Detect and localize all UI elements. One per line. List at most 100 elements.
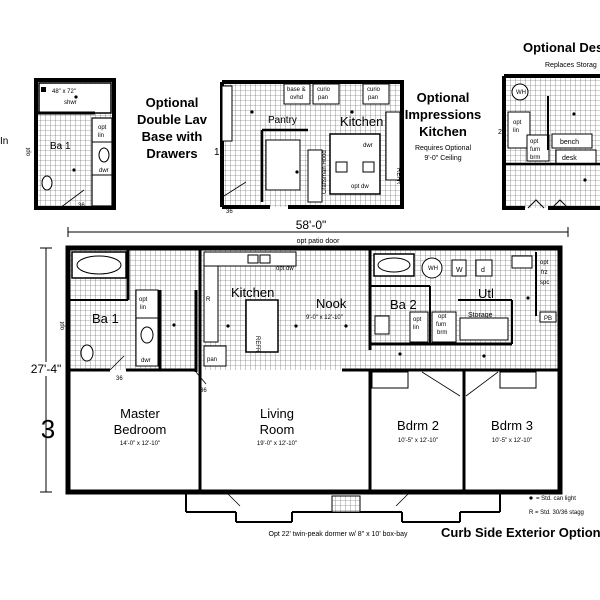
svg-text:brm: brm <box>530 155 540 161</box>
room-master-size: 14'-0" x 12'-10" <box>120 441 160 447</box>
svg-text:opt: opt <box>540 260 549 266</box>
svg-text:opt dw: opt dw <box>351 184 369 190</box>
door-swing-icon <box>223 181 247 197</box>
inset-bath-walls <box>34 78 116 210</box>
water-heater-icon <box>511 83 529 101</box>
can-light-icon <box>74 95 78 99</box>
inset-tub-size: 48" x 72" <box>52 89 76 95</box>
room-utl: Utl <box>478 286 494 301</box>
svg-text:lin: lin <box>140 305 146 311</box>
svg-text:Requires Optional: Requires Optional <box>415 145 471 152</box>
room-nook: Nook <box>316 296 347 311</box>
svg-text:bench: bench <box>560 139 579 146</box>
inset-bath: 48" x 72" shwr Ba 1 opt lin dwr 36 opt I… <box>0 78 116 210</box>
svg-text:W: W <box>456 267 463 274</box>
svg-text:desk: desk <box>562 155 577 162</box>
svg-text:Base with: Base with <box>142 129 203 144</box>
svg-text:d: d <box>481 267 485 274</box>
can-light-icon <box>294 324 298 328</box>
room-bdrm3: Bdrm 3 <box>491 418 533 433</box>
overall-depth: 27'-4" <box>31 362 62 376</box>
door-swing-icon <box>465 371 499 397</box>
curb-side-title: Curb Side Exterior Options <box>441 525 600 540</box>
door-swing-icon <box>59 189 85 209</box>
toilet-icon <box>80 344 94 362</box>
left-dimension: 27'-4" 3 opt <box>30 247 66 493</box>
svg-text:1: 1 <box>214 147 220 158</box>
svg-text:opt: opt <box>60 321 66 330</box>
door-swing-icon <box>421 371 461 397</box>
svg-text:dwr: dwr <box>141 358 151 364</box>
can-light-icon <box>226 324 230 328</box>
pantry-box <box>203 345 227 367</box>
impressions-caption: Optional Impressions Kitchen Requires Op… <box>405 90 482 162</box>
inset-desk: Optional Desk Replaces Storag WH opt lin… <box>498 40 600 210</box>
inset-kitchen-label: Kitchen <box>340 114 383 129</box>
inset-edge-text: In <box>0 136 8 147</box>
svg-text:WH: WH <box>516 90 526 96</box>
curb-side-options: Opt 22' twin-peak dormer w/ 8" x 10' box… <box>185 491 600 540</box>
dryer-icon <box>475 259 493 277</box>
room-bdrm2: Bdrm 2 <box>397 418 439 433</box>
can-light-icon <box>526 296 530 300</box>
model-number: 3 <box>41 414 55 444</box>
svg-text:Impressions: Impressions <box>405 107 482 122</box>
room-ba2: Ba 2 <box>390 297 417 312</box>
svg-text:36: 36 <box>200 388 207 394</box>
svg-text:spc: spc <box>540 280 549 286</box>
can-light-icon <box>398 352 402 356</box>
inset-lin: lin <box>98 133 104 139</box>
sink-icon <box>247 254 259 264</box>
legend-can-light: = Std. can light <box>536 496 576 502</box>
svg-text:36: 36 <box>116 376 123 382</box>
room-bdrm2-size: 10'-5" x 12'-10" <box>398 438 438 444</box>
dormer-note: Opt 22' twin-peak dormer w/ 8" x 10' box… <box>269 531 408 538</box>
inset-opt-left: opt <box>26 147 32 156</box>
room-ba1: Ba 1 <box>92 311 119 326</box>
sink-icon <box>362 161 375 173</box>
desk-title: Optional Desk <box>523 40 600 55</box>
svg-text:pan: pan <box>318 95 328 101</box>
legend-stagger: R = Std. 30/36 stagg <box>529 510 584 516</box>
svg-text:opt: opt <box>438 314 447 320</box>
inset-door-dim: 36 <box>78 203 85 209</box>
svg-text:opt: opt <box>513 120 522 126</box>
svg-text:brm: brm <box>437 330 447 336</box>
can-light-icon <box>344 324 348 328</box>
door-swing-icon <box>109 355 125 371</box>
can-light-icon <box>482 354 486 358</box>
kitchen-island <box>245 299 279 353</box>
inset-shower-label: shwr <box>64 100 77 106</box>
svg-text:Replaces Storag: Replaces Storag <box>545 62 597 69</box>
room-kitchen: Kitchen <box>231 285 274 300</box>
main-plan: Ba 1 opt lin dwr 36 36 Kitchen R REFR pa… <box>65 245 563 495</box>
can-light-icon <box>72 168 76 172</box>
water-heater-icon <box>421 257 443 279</box>
sink-icon <box>259 254 271 264</box>
patio-door-note: opt patio door <box>297 238 340 245</box>
overall-width: 58'-0" <box>296 218 327 232</box>
can-light-icon <box>250 110 254 114</box>
toilet-icon <box>374 315 390 335</box>
svg-text:opt: opt <box>413 317 422 323</box>
svg-text:36: 36 <box>226 209 233 215</box>
svg-text:2: 2 <box>498 129 502 136</box>
can-light-icon <box>295 170 299 174</box>
room-living-size: 19'-0" x 12'-10" <box>257 441 297 447</box>
svg-text:PB: PB <box>544 316 552 322</box>
svg-text:Storage: Storage <box>468 312 493 319</box>
room-master-2: Bedroom <box>114 422 167 437</box>
toilet-icon <box>41 175 53 191</box>
svg-text:pan: pan <box>368 95 378 101</box>
legend: = Std. can light R = Std. 30/36 stagg <box>529 496 584 516</box>
room-bdrm3-size: 10'-5" x 12'-10" <box>492 438 532 444</box>
svg-text:lin: lin <box>413 325 419 331</box>
svg-text:ovhd: ovhd <box>290 95 303 101</box>
inset-bath-title: Ba 1 <box>50 141 71 152</box>
svg-text:opt: opt <box>530 139 539 145</box>
overall-dimension: 58'-0" opt patio door <box>67 218 569 245</box>
room-master-1: Master <box>120 406 160 421</box>
double-lav-caption: Optional Double Lav Base with Drawers <box>137 95 208 161</box>
sink-icon <box>98 147 110 163</box>
